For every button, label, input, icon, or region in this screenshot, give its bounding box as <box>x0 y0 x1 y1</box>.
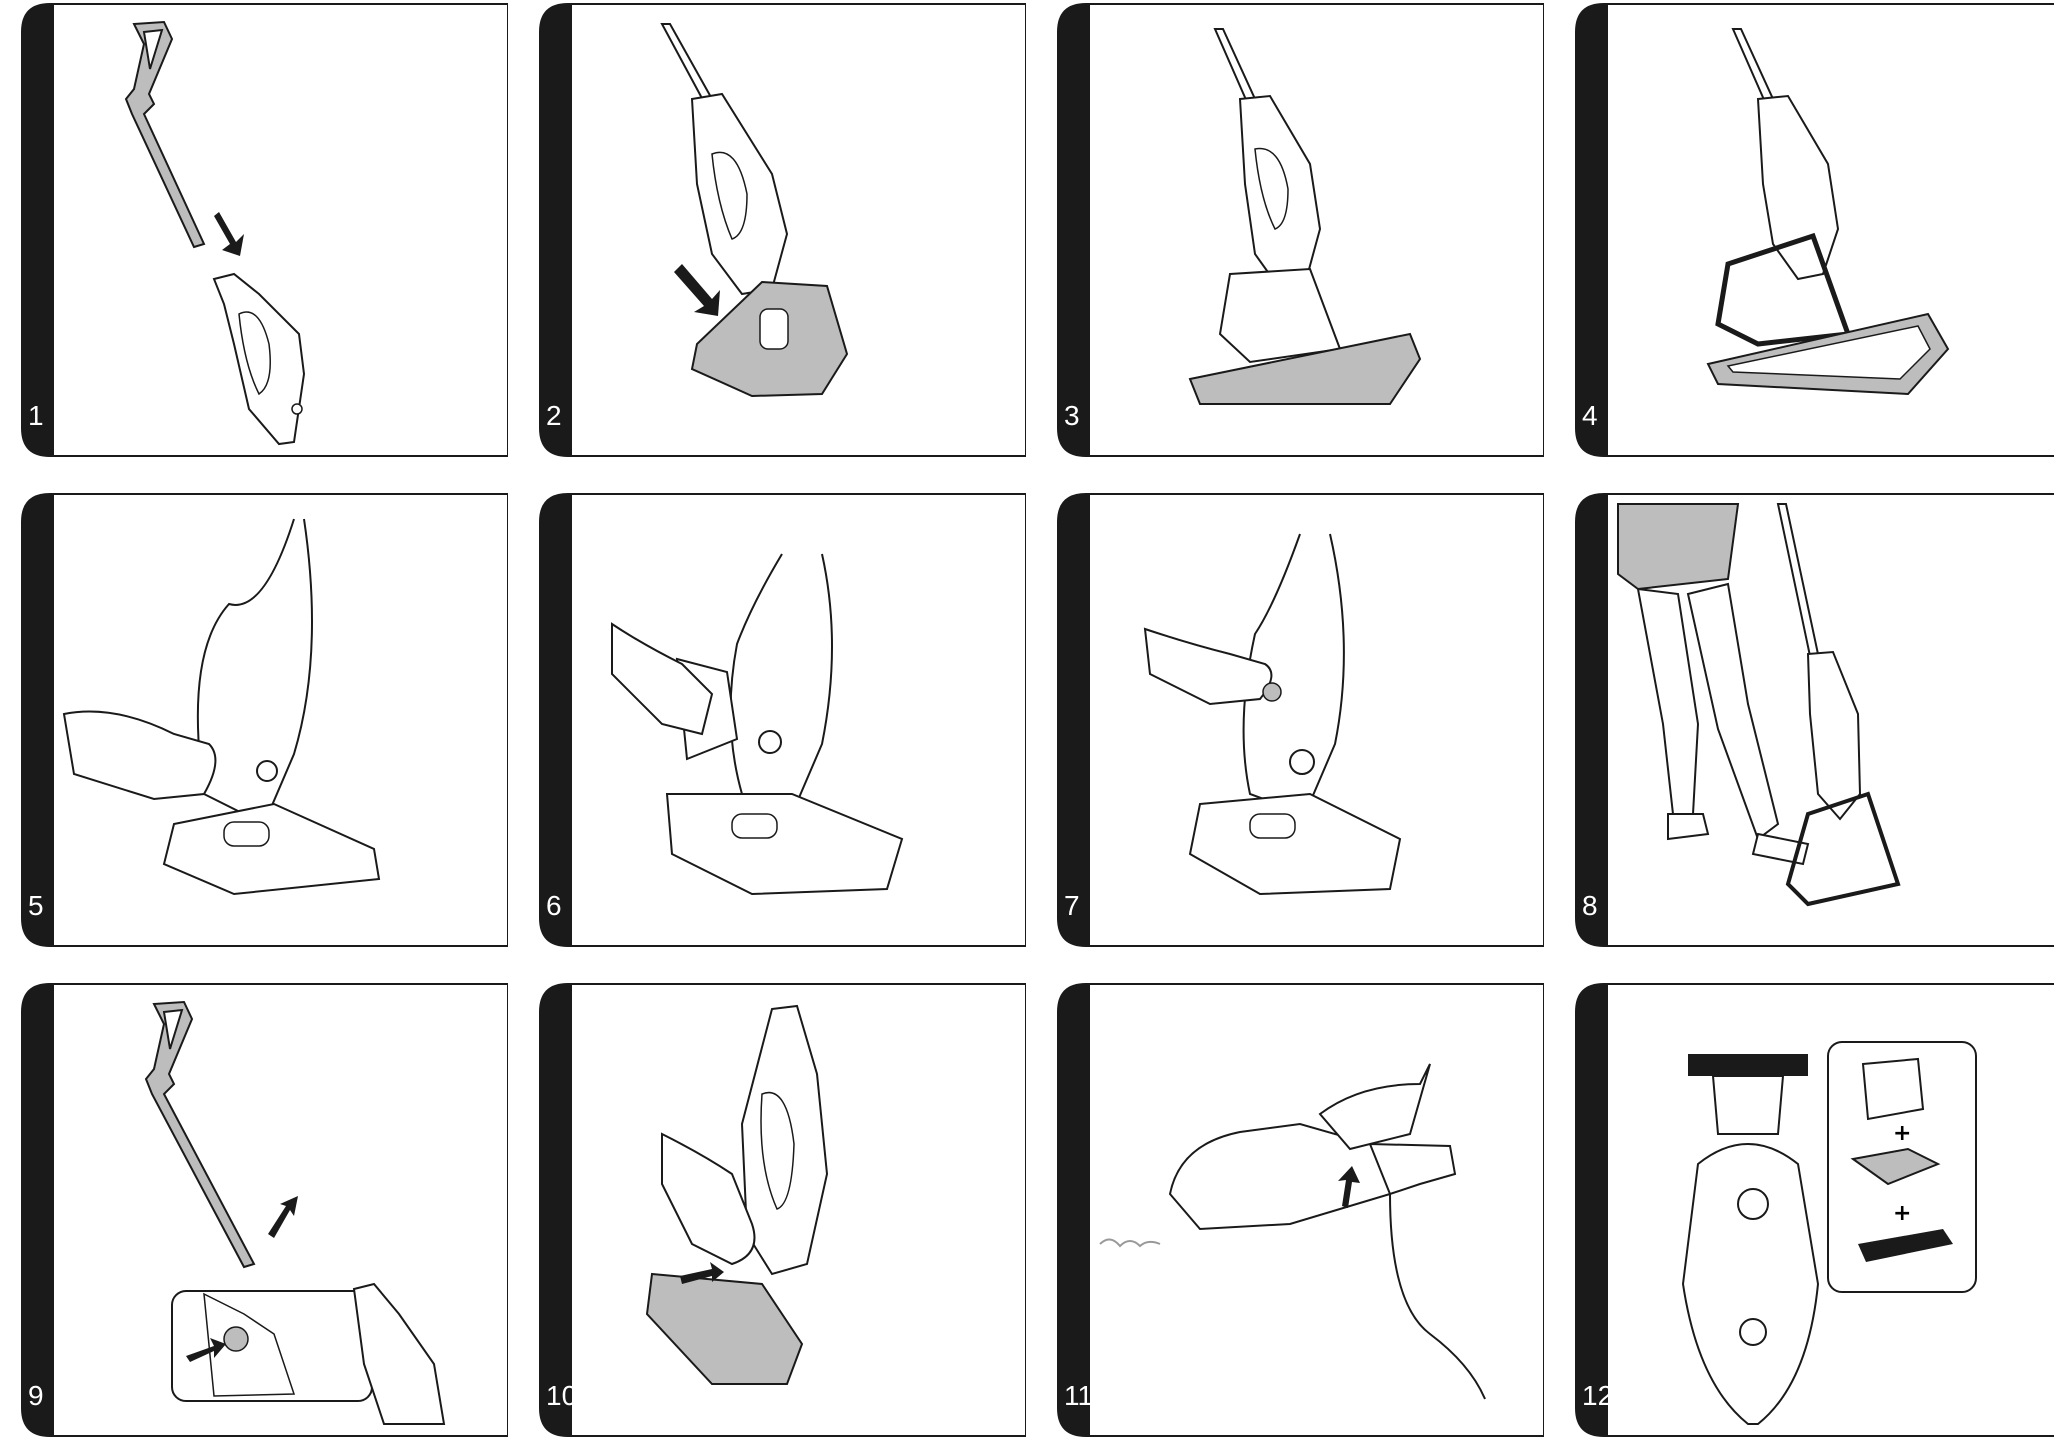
step-panel-9: 9 <box>20 982 508 1434</box>
cloth-pad-attach-illustration <box>1090 4 1540 454</box>
handheld-steam-use-illustration <box>1090 984 1540 1434</box>
plus-sign: + <box>1893 1121 1911 1146</box>
step-number: 3 <box>1064 402 1080 430</box>
step-number: 9 <box>28 1382 44 1410</box>
step-panel-6: 6 <box>538 492 1026 944</box>
carpet-glider-attach-illustration <box>1608 4 2054 454</box>
step-panel-11: 11 <box>1056 982 1544 1434</box>
close-water-tank-cap-illustration <box>1090 494 1540 944</box>
remove-carpet-glider-illustration <box>1608 494 2054 944</box>
step-number: 8 <box>1582 892 1598 920</box>
step-panel-4: 4 <box>1574 2 2054 454</box>
step-number: 4 <box>1582 402 1598 430</box>
step-panel-7: 7 <box>1056 492 1544 944</box>
fill-water-tank-illustration <box>572 494 1022 944</box>
step-panel-5: 5 <box>20 492 508 944</box>
step-number: 7 <box>1064 892 1080 920</box>
step-panel-3: 3 <box>1056 2 1544 454</box>
plus-sign: + <box>1893 1201 1911 1226</box>
window-cleaner-accessory-illustration: + + <box>1608 984 2054 1434</box>
open-water-tank-cap-illustration <box>54 494 504 944</box>
step-panel-1: 1 <box>20 2 508 454</box>
step-panel-2: 2 <box>538 2 1026 454</box>
remove-steam-head-illustration <box>572 984 1022 1434</box>
detach-handle-release-button-illustration <box>54 984 504 1434</box>
handle-attach-illustration <box>54 4 504 454</box>
step-number: 1 <box>28 402 44 430</box>
step-number: 2 <box>546 402 562 430</box>
step-panel-10: 10 <box>538 982 1026 1434</box>
step-panel-8: 8 <box>1574 492 2054 944</box>
step-number: 5 <box>28 892 44 920</box>
step-number: 6 <box>546 892 562 920</box>
step-number: 11 <box>1064 1382 1093 1410</box>
step-panel-12: 12 + + <box>1574 982 2054 1434</box>
steam-head-attach-illustration <box>572 4 1022 454</box>
